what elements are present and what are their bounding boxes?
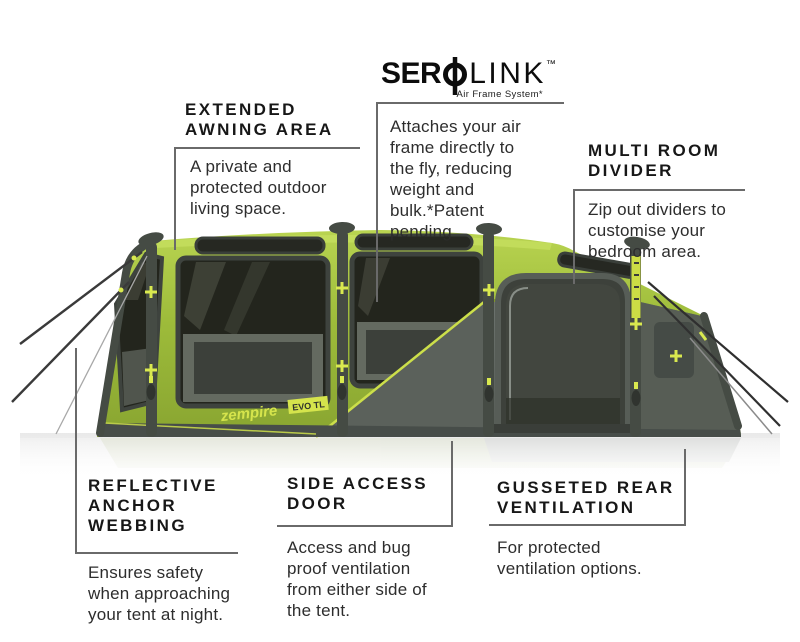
connector-reflective-rule [75, 552, 238, 554]
callout-body-side-access: Access and bug proof ventilation from ei… [287, 538, 427, 620]
connector-gusseted-rule [489, 524, 686, 526]
logo-text-link: LINK [469, 57, 546, 90]
callout-title-side-access: SIDE ACCESS DOOR [287, 474, 429, 513]
rear-vent-panel [654, 322, 694, 378]
trademark-symbol: ™ [545, 59, 556, 70]
model-label: EVO TL [292, 399, 326, 412]
callout-title-multi-room: MULTI ROOM DIVIDER [588, 141, 721, 180]
connector-side-access-line [451, 441, 453, 527]
logo-subtitle: Air Frame System* [456, 89, 543, 100]
serolink-logo: SER LINK ™ Air Frame System* [381, 57, 556, 101]
guy-ropes-left [11, 251, 148, 435]
callout-body-extended-awning: A private and protected outdoor living s… [190, 157, 327, 218]
connector-gusseted-line [684, 449, 686, 526]
callout-body-gusseted: For protected ventilation options. [497, 538, 642, 578]
front-window-1 [175, 255, 331, 409]
connector-side-access-rule [277, 525, 453, 527]
connector-reflective-line [75, 348, 77, 552]
callout-title-reflective: REFLECTIVE ANCHOR WEBBING [88, 476, 218, 535]
brand-print: zempire EVO TL [219, 395, 329, 425]
roof-skylight [194, 236, 326, 255]
logo-text-sero: SER [381, 57, 442, 90]
callout-title-extended-awning: EXTENDED AWNING AREA [185, 100, 334, 139]
ground-reflection [20, 433, 780, 480]
callout-body-reflective: Ensures safety when approaching your ten… [88, 563, 231, 624]
connector-serolink [376, 102, 564, 302]
accent-markers [145, 282, 682, 376]
connector-multi-room-rule [573, 189, 745, 191]
webbing-strip [631, 256, 641, 318]
connector-multi-room-line [573, 189, 575, 284]
callout-body-serolink: Attaches your air frame directly to the … [390, 117, 521, 241]
callout-body-multi-room: Zip out dividers to customise your bedro… [588, 200, 726, 261]
brand-label: zempire [219, 402, 278, 425]
side-door [494, 273, 634, 433]
callout-title-gusseted: GUSSETED REAR VENTILATION [497, 478, 675, 517]
serolink-o-icon [443, 57, 468, 95]
roof-skylight [354, 233, 474, 251]
d-ring-tabs [146, 376, 641, 406]
guy-ropes-right [647, 281, 789, 435]
connector-extended-awning [174, 147, 360, 250]
